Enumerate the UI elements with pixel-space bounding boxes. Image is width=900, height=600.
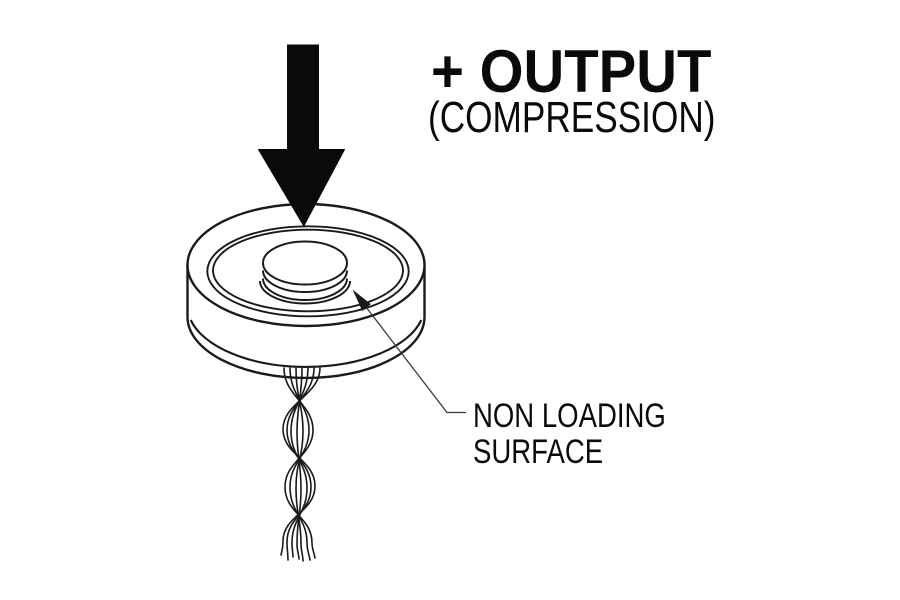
output-title-text: + OUTPUT — [431, 38, 712, 105]
load-cell-top-face — [186, 202, 426, 328]
output-title: + OUTPUT — [431, 42, 729, 102]
compression-subtitle-text: (COMPRESSION) — [428, 93, 716, 142]
non-loading-surface-label: NON LOADING SURFACE — [473, 398, 711, 470]
loading-button — [259, 240, 351, 305]
leader-arrow-icon — [352, 289, 466, 414]
non-loading-surface-line1: NON LOADING — [473, 397, 666, 435]
wire-bundle — [280, 367, 321, 562]
down-arrow-icon — [258, 44, 345, 227]
compression-subtitle: (COMPRESSION) — [428, 96, 787, 140]
non-loading-surface-line2: SURFACE — [473, 433, 604, 471]
